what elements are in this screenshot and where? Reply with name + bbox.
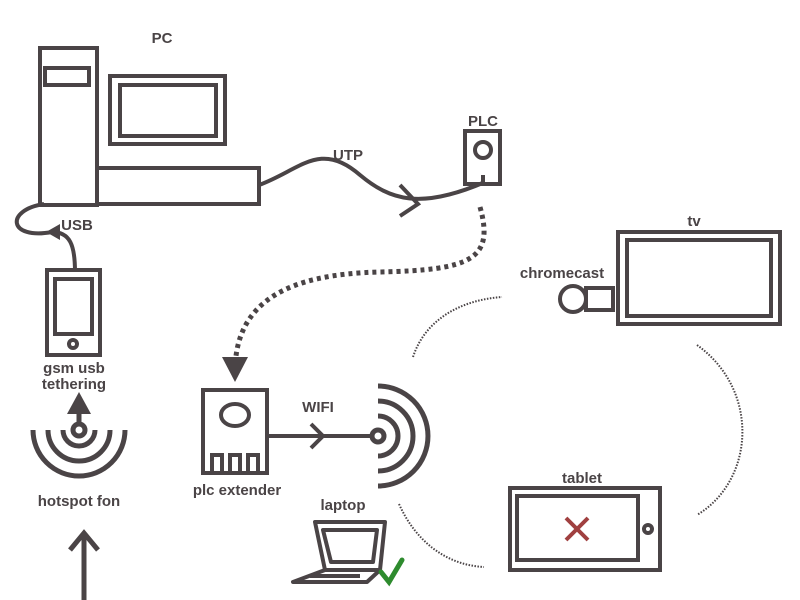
checkmark-icon — [378, 557, 405, 587]
utp-cable — [258, 156, 486, 201]
hotspot-up-arrow-icon — [67, 392, 91, 414]
signal-arc-ap-to-laptop — [398, 503, 485, 568]
usb-arrow-icon — [46, 224, 60, 240]
access-point-wifi-icon — [369, 383, 431, 489]
powerline-arrow-icon — [222, 357, 248, 382]
hotspot-wifi-icon — [30, 412, 128, 479]
usb-label: USB — [61, 217, 93, 234]
plc-extender-device — [201, 388, 269, 475]
laptop-label: laptop — [321, 497, 366, 514]
tv-screen — [616, 230, 782, 326]
tablet-label: tablet — [562, 470, 602, 487]
pc-label: PC — [152, 30, 173, 47]
signal-arc-tv-to-tablet — [696, 344, 744, 516]
internet-up-arrow-icon — [68, 529, 100, 600]
chromecast-label: chromecast — [520, 265, 604, 282]
wifi-arrow-icon — [309, 422, 326, 450]
pc-monitor — [108, 74, 227, 146]
utp-arrow-icon — [398, 183, 422, 218]
gsm-label-line2: tethering — [42, 376, 106, 393]
gsm-phone — [45, 268, 102, 357]
pc-tower — [38, 46, 99, 207]
plc-extender-label: plc extender — [193, 482, 282, 499]
laptop-device — [291, 520, 387, 584]
wireless-signal-arcs — [398, 296, 744, 568]
chromecast-device — [558, 284, 615, 314]
signal-arc-ap-to-chromecast — [412, 296, 503, 358]
plc-label: PLC — [468, 113, 498, 130]
wifi-label: WIFI — [302, 399, 334, 416]
pc-desktop-base — [95, 166, 261, 206]
utp-label: UTP — [333, 147, 363, 164]
usb-cable — [14, 202, 53, 236]
tv-label: tv — [687, 213, 701, 230]
tablet-device — [508, 486, 662, 572]
plc-device — [463, 129, 502, 186]
gsm-label-line1: gsm usb — [43, 360, 105, 377]
usb-cable-phone — [51, 230, 77, 273]
powerline-link — [232, 206, 487, 373]
x-mark-icon — [564, 516, 590, 542]
hotspot-label: hotspot fon — [38, 493, 120, 510]
